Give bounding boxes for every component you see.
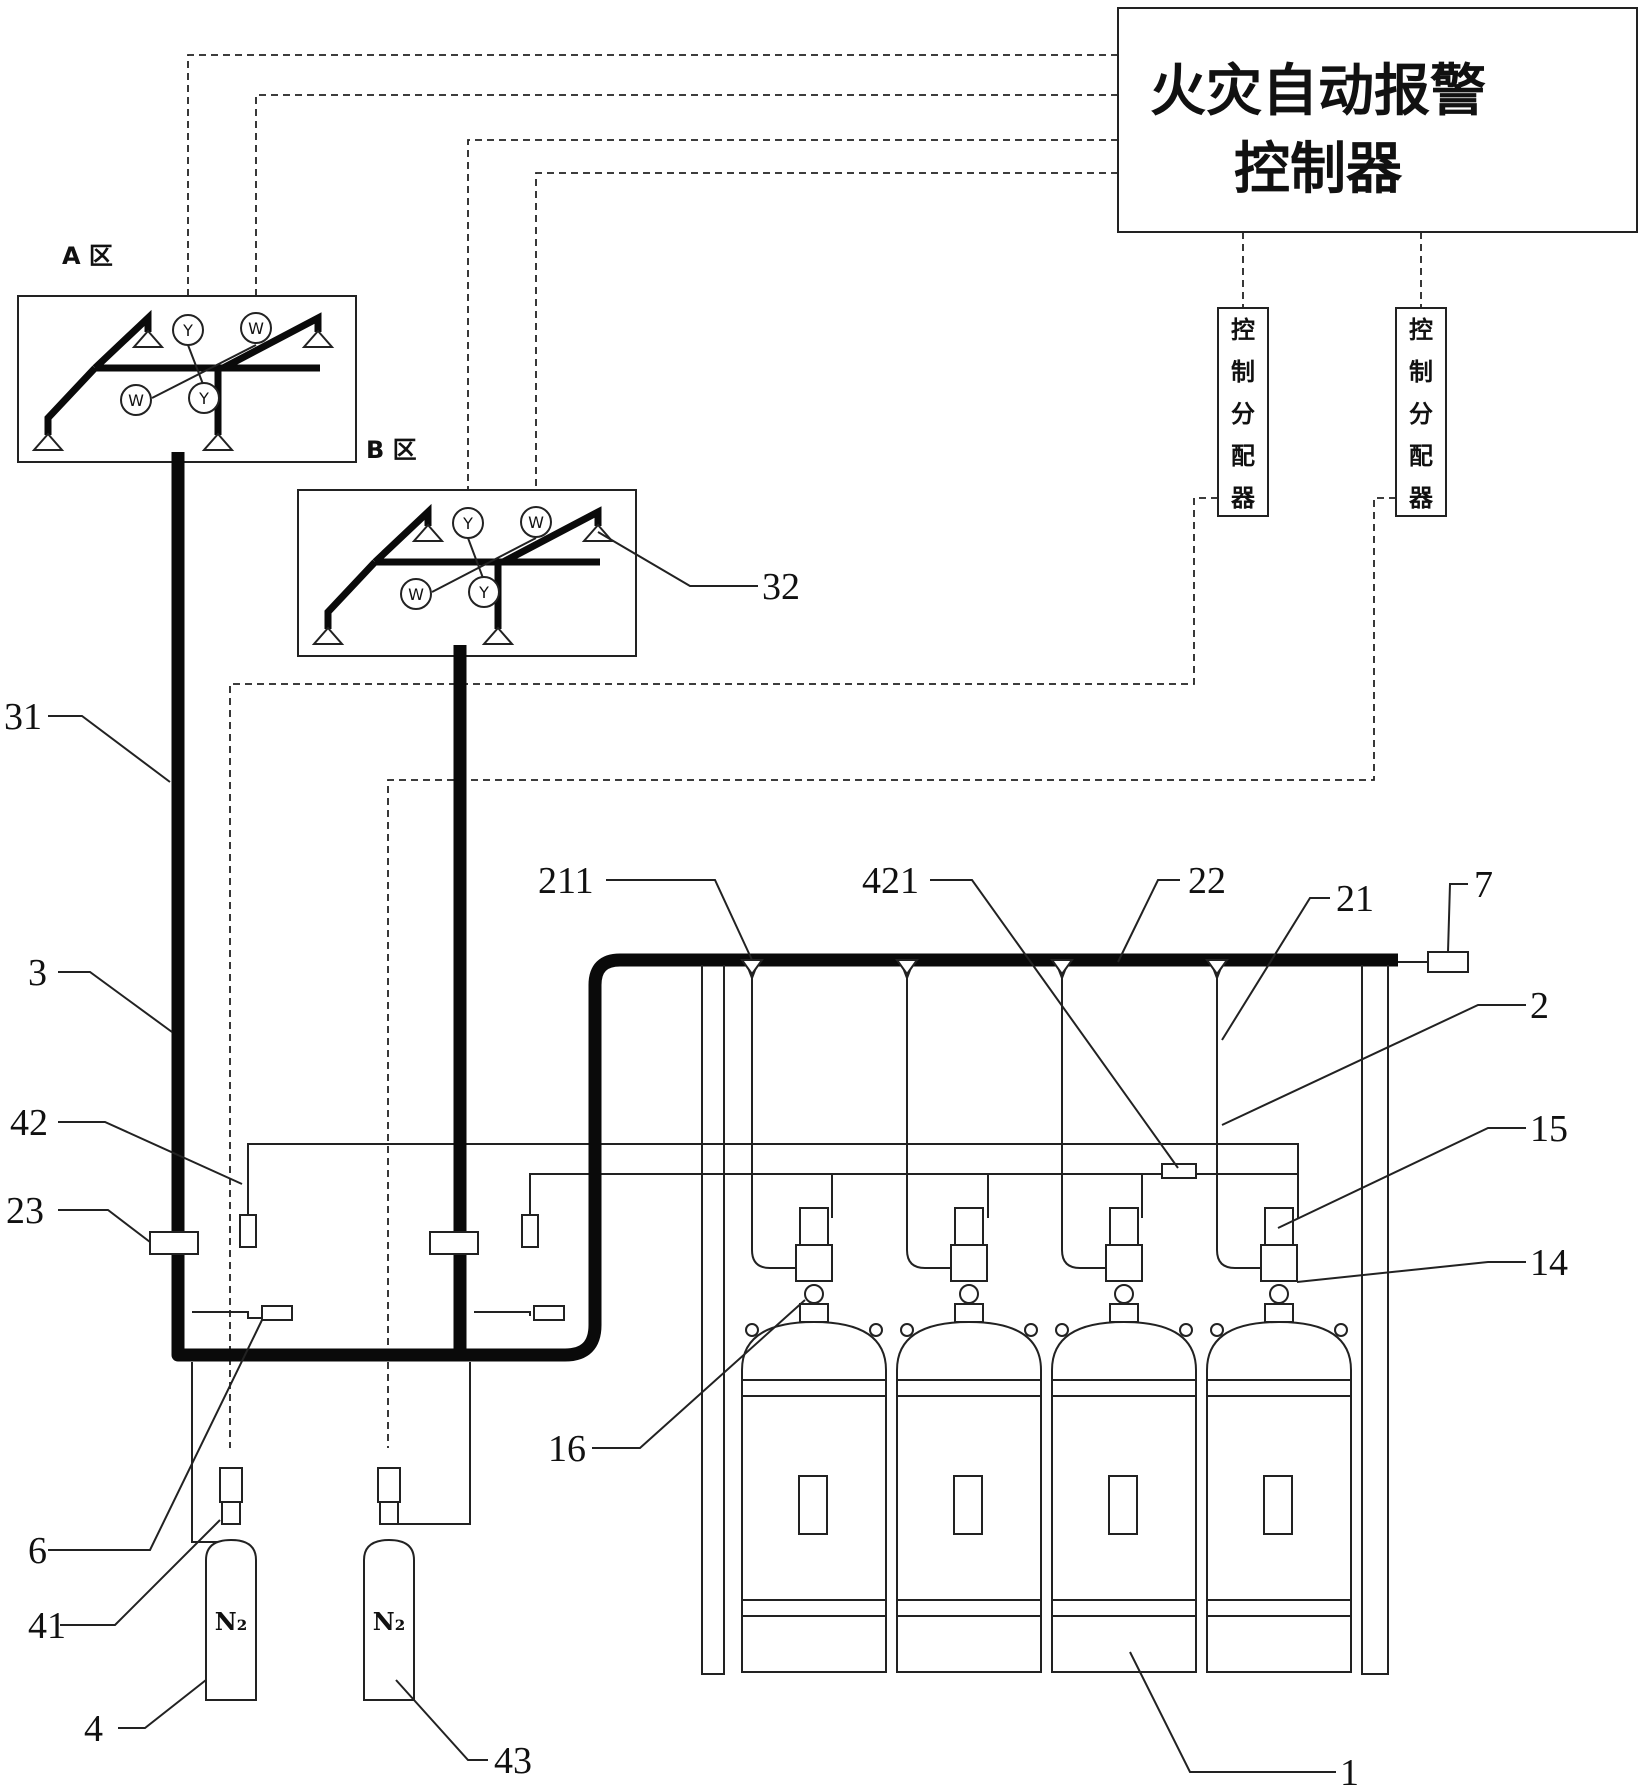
actuator-icon bbox=[800, 1208, 828, 1245]
controller-title-line1: 火灾自动报警 bbox=[1150, 59, 1486, 124]
distributor-2-char-2: 制 bbox=[1409, 358, 1433, 386]
distributor-2-char-4: 配 bbox=[1409, 442, 1433, 470]
pressure-gauge-icon bbox=[1270, 1285, 1288, 1303]
check-valve-icon bbox=[1162, 1164, 1196, 1178]
smoke-detector-letter: Y bbox=[478, 583, 489, 602]
ref-23: 23 bbox=[6, 1190, 44, 1232]
temperature-detector-letter: W bbox=[128, 391, 144, 410]
ref-7: 7 bbox=[1474, 864, 1493, 906]
ref-43: 43 bbox=[494, 1740, 532, 1782]
distributor-1-char-4: 配 bbox=[1231, 442, 1255, 470]
temperature-detector-letter: W bbox=[248, 319, 264, 338]
ref-21: 21 bbox=[1336, 878, 1374, 920]
agent-cylinder-1 bbox=[742, 960, 886, 1672]
controller-title-line2: 控制器 bbox=[1234, 137, 1403, 202]
nitrogen-cylinder-4: N₂ bbox=[206, 1468, 256, 1700]
safety-relief-device-icon bbox=[1428, 952, 1468, 972]
ref-22: 22 bbox=[1188, 860, 1226, 902]
pressure-switch-icon bbox=[262, 1306, 292, 1320]
container-valve-icon bbox=[951, 1245, 987, 1281]
ref-31: 31 bbox=[4, 696, 42, 738]
lifting-ring-icon bbox=[1211, 1324, 1223, 1336]
pressure-gauge-icon bbox=[805, 1285, 823, 1303]
pressure-gauge-icon bbox=[960, 1285, 978, 1303]
control-distributor-1: 控 制 分 配 器 bbox=[1218, 308, 1268, 516]
actuator-icon bbox=[1110, 1208, 1138, 1245]
nitrogen-cylinder-43: N₂ bbox=[364, 1468, 414, 1700]
pressure-gauge-icon bbox=[1115, 1285, 1133, 1303]
check-valve-icon bbox=[522, 1215, 538, 1247]
distributor-2-char-1: 控 bbox=[1409, 316, 1433, 344]
cylinder-label-plate bbox=[1264, 1476, 1292, 1534]
lifting-ring-icon bbox=[1025, 1324, 1037, 1336]
ref-3: 3 bbox=[28, 952, 47, 994]
solenoid-actuator-icon bbox=[220, 1468, 242, 1502]
temperature-detector-letter: W bbox=[528, 513, 544, 532]
agent-cylinder-3 bbox=[1052, 960, 1196, 1672]
ref-211: 211 bbox=[538, 860, 594, 902]
control-distributor-2: 控 制 分 配 器 bbox=[1396, 308, 1446, 516]
lifting-ring-icon bbox=[901, 1324, 913, 1336]
actuator-icon bbox=[955, 1208, 983, 1245]
distributor-1-char-2: 制 bbox=[1231, 358, 1255, 386]
check-valve-icon bbox=[897, 960, 917, 974]
ref-421: 421 bbox=[862, 860, 919, 902]
selector-valve-icon bbox=[430, 1232, 478, 1254]
distributor-1-char-5: 器 bbox=[1230, 484, 1256, 512]
cylinder-label-plate bbox=[1109, 1476, 1137, 1534]
smoke-detector-letter: Y bbox=[182, 321, 193, 340]
temperature-detector-letter: W bbox=[408, 585, 424, 604]
smoke-detector-letter: Y bbox=[462, 514, 473, 533]
container-valve-icon bbox=[1106, 1245, 1142, 1281]
ref-4: 4 bbox=[84, 1708, 103, 1750]
nitrogen-label: N₂ bbox=[215, 1607, 247, 1636]
selector-valve-icon bbox=[150, 1232, 198, 1254]
cylinder-neck bbox=[955, 1304, 983, 1322]
distributor-1-char-1: 控 bbox=[1231, 316, 1255, 344]
agent-cylinder-bank bbox=[742, 960, 1351, 1672]
check-valve-icon bbox=[1207, 960, 1227, 974]
ref-2: 2 bbox=[1530, 985, 1549, 1027]
distributor-1-char-3: 分 bbox=[1231, 400, 1255, 428]
ref-6: 6 bbox=[28, 1530, 47, 1572]
agent-cylinder-4 bbox=[1207, 960, 1351, 1672]
nitrogen-label: N₂ bbox=[373, 1607, 405, 1636]
smoke-detector-letter: Y bbox=[198, 389, 209, 408]
zone-a-label: A 区 bbox=[62, 242, 113, 270]
distributor-2-char-3: 分 bbox=[1409, 400, 1433, 428]
cylinder-neck bbox=[1265, 1304, 1293, 1322]
lifting-ring-icon bbox=[870, 1324, 882, 1336]
zone-b: B 区 Y W W Y bbox=[298, 436, 636, 656]
distributor-2-char-5: 器 bbox=[1408, 484, 1434, 512]
ref-14: 14 bbox=[1530, 1242, 1568, 1284]
ref-41: 41 bbox=[28, 1605, 66, 1647]
cylinder-valve-icon bbox=[380, 1502, 398, 1524]
cylinder-label-plate bbox=[954, 1476, 982, 1534]
lifting-ring-icon bbox=[1180, 1324, 1192, 1336]
zone-a: A 区 Y W W Y bbox=[18, 242, 356, 462]
lifting-ring-icon bbox=[1056, 1324, 1068, 1336]
ref-1: 1 bbox=[1340, 1752, 1359, 1787]
container-valve-icon bbox=[1261, 1245, 1297, 1281]
ref-42: 42 bbox=[10, 1102, 48, 1144]
cylinder-neck bbox=[800, 1304, 828, 1322]
agent-cylinder-2 bbox=[897, 960, 1041, 1672]
check-valve-icon bbox=[1052, 960, 1072, 974]
solenoid-actuator-icon bbox=[378, 1468, 400, 1502]
ref-16: 16 bbox=[548, 1428, 586, 1470]
lifting-ring-icon bbox=[746, 1324, 758, 1336]
cylinder-label-plate bbox=[799, 1476, 827, 1534]
zone-b-label: B 区 bbox=[366, 436, 417, 464]
ref-32: 32 bbox=[762, 566, 800, 608]
lifting-ring-icon bbox=[1335, 1324, 1347, 1336]
cylinder-valve-icon bbox=[222, 1502, 240, 1524]
container-valve-icon bbox=[796, 1245, 832, 1281]
cylinder-neck bbox=[1110, 1304, 1138, 1322]
pressure-switch-icon bbox=[534, 1306, 564, 1320]
check-valve-icon bbox=[742, 960, 762, 974]
check-valve-icon bbox=[240, 1215, 256, 1247]
ref-15: 15 bbox=[1530, 1108, 1568, 1150]
fire-alarm-controller: 火灾自动报警 控制器 bbox=[1118, 8, 1637, 232]
